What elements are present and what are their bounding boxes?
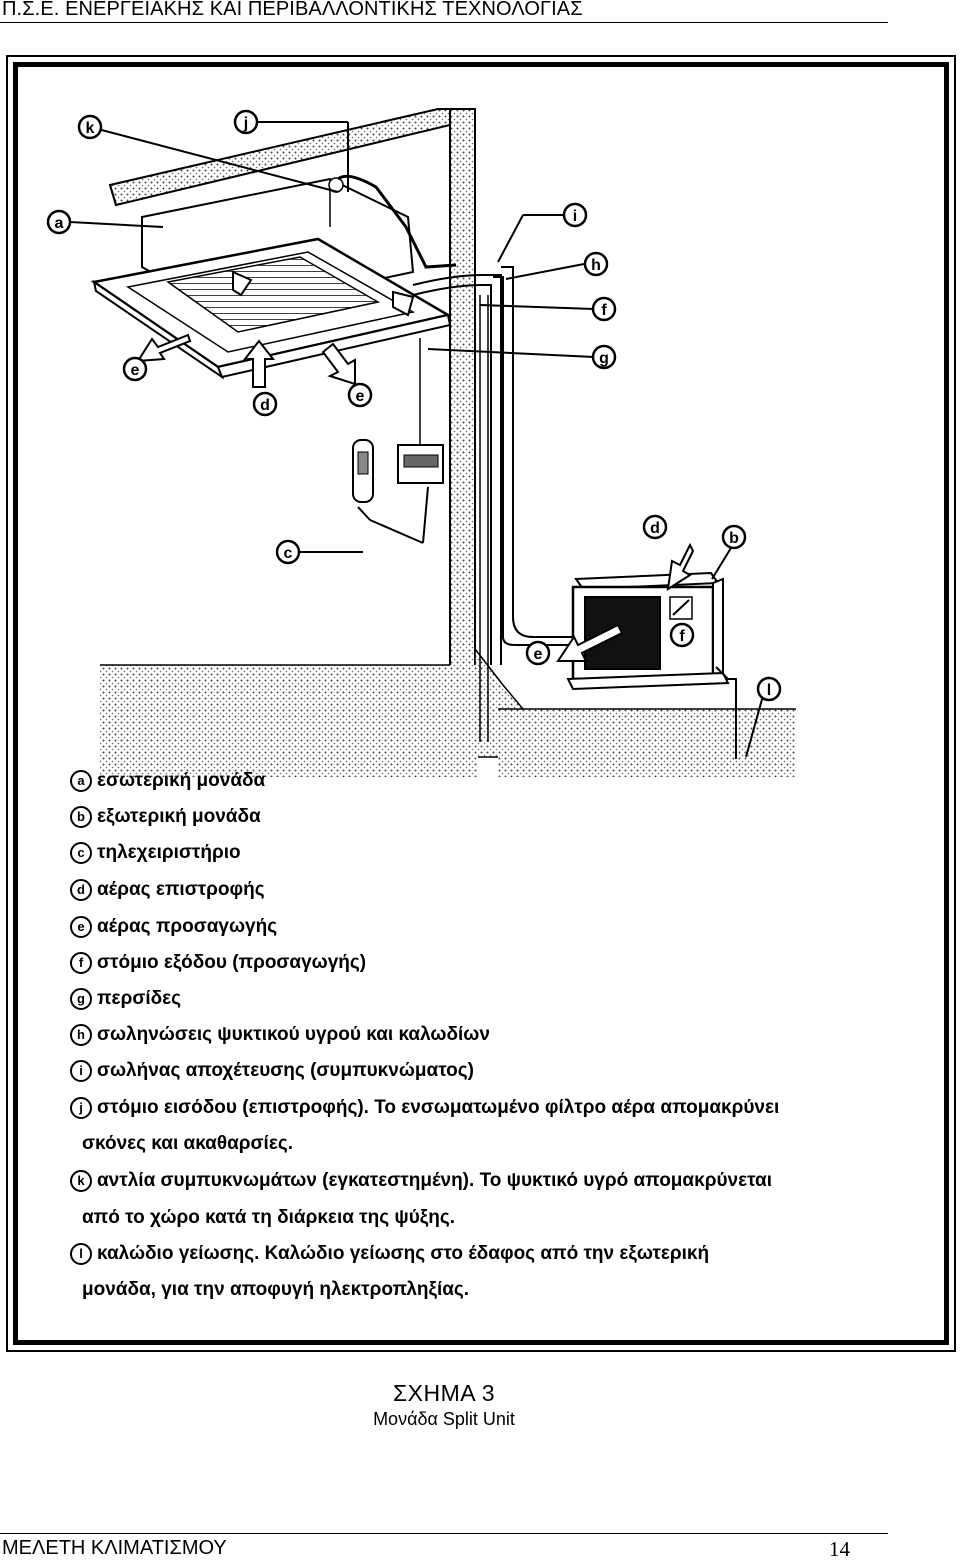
legend-letter-badge: b: [70, 806, 92, 828]
leader-lines: [69, 121, 765, 758]
callouts: k j a i h f g e d e c d b e f l: [46, 109, 782, 702]
callout-e-left: e: [122, 356, 148, 382]
footer-title: ΜΕΛΕΤΗ ΚΛΙΜΑΤΙΣΜΟΥ: [2, 1537, 227, 1559]
page-number: 14: [829, 1537, 850, 1561]
callout-d-outdoor: d: [642, 514, 668, 540]
legend-letter-badge: k: [70, 1170, 92, 1192]
legend-text: περσίδες: [97, 988, 182, 1009]
callout-k: k: [77, 114, 103, 140]
svg-text:d: d: [260, 397, 270, 414]
callout-a: a: [46, 209, 72, 235]
callout-e-outdoor: e: [525, 640, 551, 666]
split-unit-illustration: k j a i h f g e d e c d b e f l: [46, 108, 796, 777]
legend-letter-badge: d: [70, 879, 92, 901]
svg-text:e: e: [534, 646, 543, 663]
svg-text:l: l: [767, 682, 771, 699]
legend-letter-badge: l: [70, 1243, 92, 1265]
legend-text: καλώδιο γείωσης. Καλώδιο γείωσης στο έδα…: [97, 1243, 710, 1264]
svg-text:g: g: [599, 350, 609, 367]
callout-d-main: d: [252, 391, 278, 417]
svg-text:e: e: [131, 362, 140, 379]
legend-text: στόμιο εισόδου (επιστροφής). Το ενσωματω…: [97, 1097, 780, 1118]
legend-letter-badge: j: [70, 1097, 92, 1119]
legend-continuation: από το χώρο κατά τη διάρκεια της ψύξης.: [82, 1207, 456, 1228]
header-title: Π.Σ.Ε. ΕΝΕΡΓΕΙΑΚΗΣ ΚΑΙ ΠΕΡΙΒΑΛΛΟΝΤΙΚΗΣ Τ…: [2, 0, 583, 20]
pipes: [412, 266, 573, 742]
legend-text: εξωτερική μονάδα: [97, 806, 261, 827]
page-footer: ΜΕΛΕΤΗ ΚΛΙΜΑΤΙΣΜΟΥ 14: [0, 1533, 888, 1562]
airflow-arrows: [136, 333, 356, 388]
svg-text:i: i: [573, 208, 577, 225]
legend-text: αέρας προσαγωγής: [97, 916, 278, 937]
wall: [449, 108, 529, 758]
legend-letter-badge: e: [70, 916, 92, 938]
svg-text:k: k: [86, 120, 95, 137]
figure-frame: k j a i h f g e d e c d b e f l: [6, 55, 956, 1352]
legend-letter-badge: f: [70, 952, 92, 974]
callout-i: i: [562, 202, 588, 228]
figure-inner-border: k j a i h f g e d e c d b e f l: [13, 62, 949, 1345]
indoor-unit: [90, 174, 457, 380]
legend-letter-badge: h: [70, 1024, 92, 1046]
svg-text:b: b: [729, 530, 739, 547]
legend-text: αέρας επιστροφής: [97, 879, 265, 900]
svg-text:c: c: [284, 545, 293, 562]
svg-text:d: d: [650, 520, 660, 537]
figure-caption-subtitle: Μονάδα Split Unit: [373, 1409, 515, 1429]
figure-caption-title: ΣΧΗΜΑ 3: [392, 1380, 496, 1406]
legend-text: στόμιο εξόδου (προσαγωγής): [97, 952, 367, 973]
callout-e-main: e: [347, 382, 373, 408]
svg-text:f: f: [601, 302, 607, 319]
ground: [100, 664, 796, 777]
legend-letter-badge: i: [70, 1060, 92, 1082]
remote-controls: [352, 338, 444, 503]
svg-text:a: a: [55, 215, 64, 232]
legend-text: τηλεχειριστήριο: [97, 842, 241, 863]
callout-g: g: [591, 344, 617, 370]
callout-f-outdoor: f: [669, 622, 695, 648]
callout-j: j: [233, 109, 259, 135]
legend-text: σωλήνας αποχέτευσης (συμπυκνώματος): [97, 1060, 474, 1081]
callout-h: h: [583, 251, 609, 277]
legend-continuation: σκόνες και ακαθαρσίες.: [82, 1133, 293, 1154]
callout-f: f: [591, 296, 617, 322]
svg-text:e: e: [356, 388, 365, 405]
legend-continuation: μονάδα, για την αποφυγή ηλεκτροπληξίας.: [82, 1279, 470, 1300]
legend-letter-badge: a: [70, 770, 92, 792]
legend-letter-badge: g: [70, 988, 92, 1010]
svg-text:j: j: [243, 115, 248, 132]
callout-b: b: [721, 524, 747, 550]
callout-c: c: [275, 539, 301, 565]
legend-text: εσωτερική μονάδα: [97, 770, 266, 791]
svg-text:f: f: [679, 628, 685, 645]
outdoor-unit: [556, 542, 737, 759]
page-header: Π.Σ.Ε. ΕΝΕΡΓΕΙΑΚΗΣ ΚΑΙ ΠΕΡΙΒΑΛΛΟΝΤΙΚΗΣ Τ…: [0, 0, 888, 23]
legend-letter-badge: c: [70, 842, 92, 864]
legend-text: σωληνώσεις ψυκτικού υγρού και καλωδίων: [97, 1024, 490, 1045]
callout-l: l: [756, 676, 782, 702]
svg-text:h: h: [591, 257, 601, 274]
legend-text: αντλία συμπυκνωμάτων (εγκατεστημένη). Το…: [97, 1170, 773, 1191]
